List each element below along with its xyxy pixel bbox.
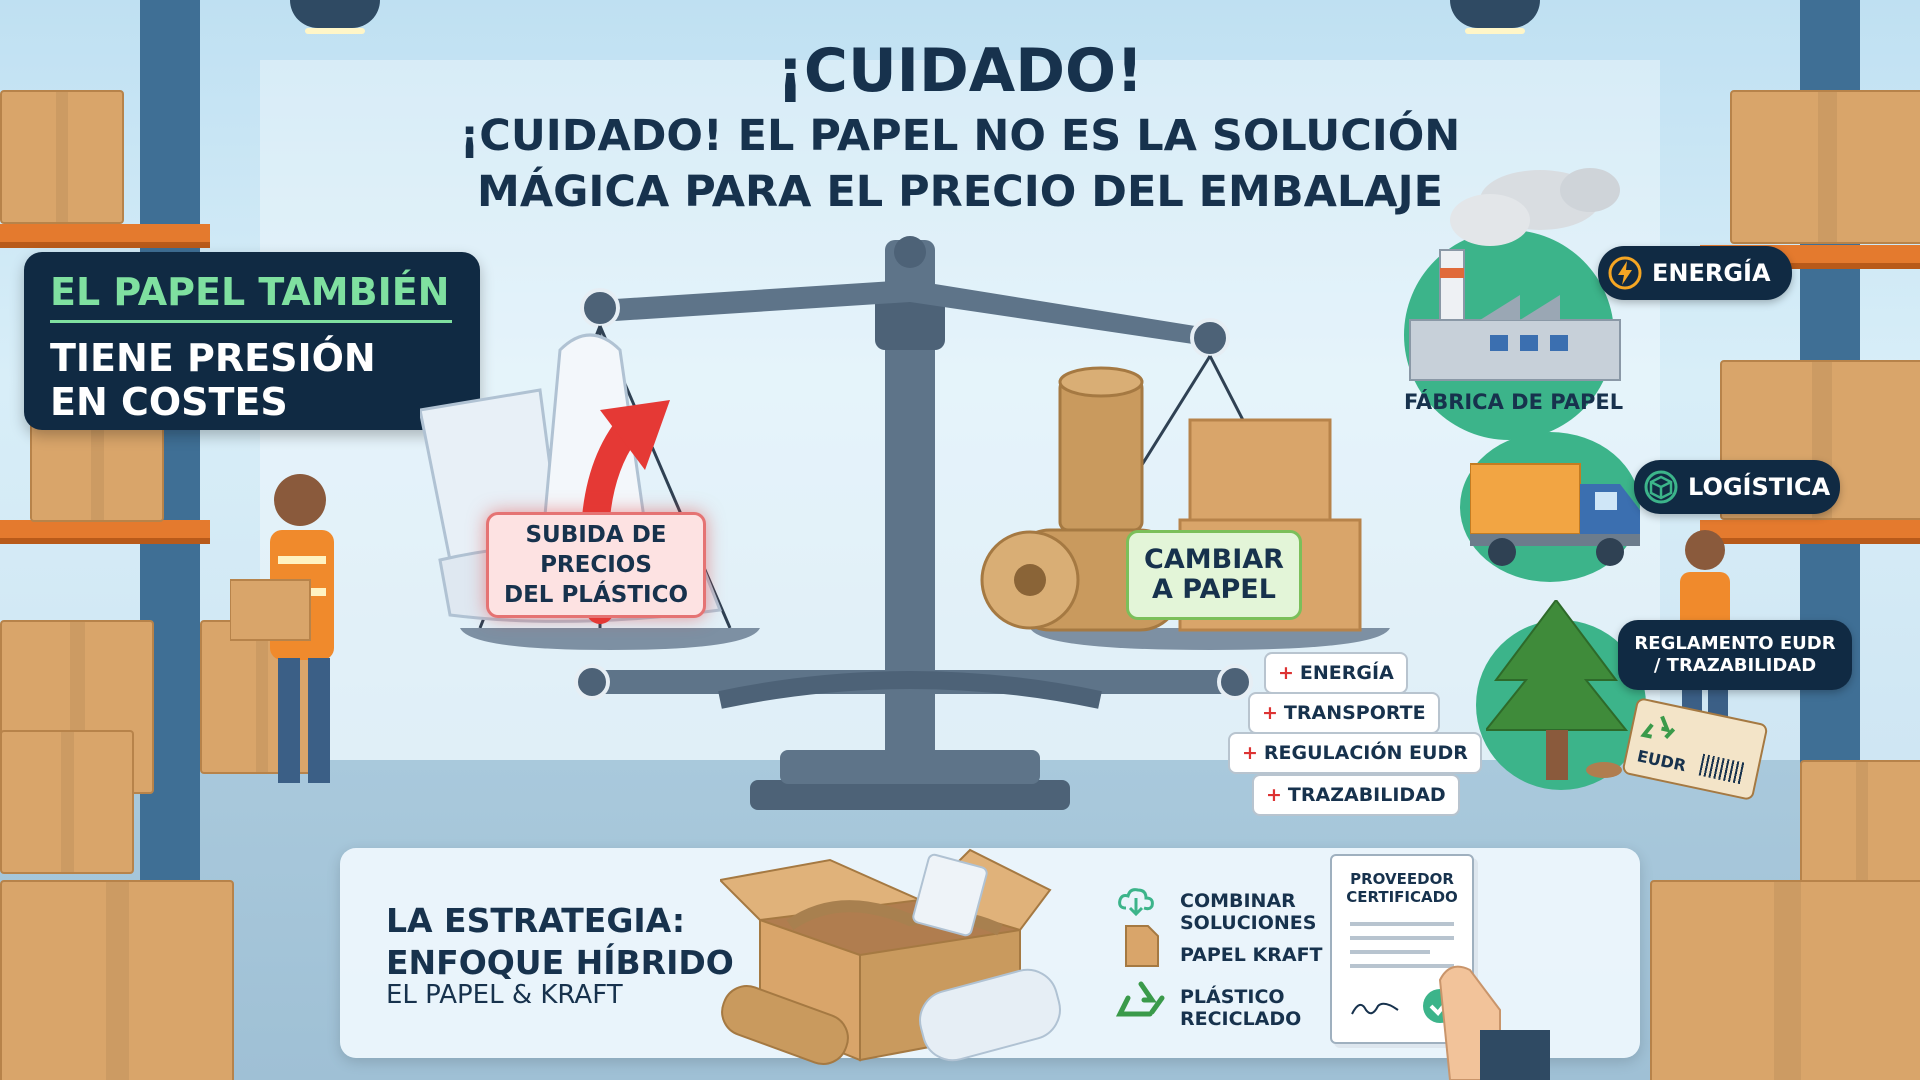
recycle-icon [1640,715,1676,740]
signature-mark [1351,1002,1399,1015]
eudr-label-text: EUDR [1635,746,1688,776]
certificate-line-1: PROVEEDOR [1350,870,1454,888]
factor-traceability: +TRAZABILIDAD [1252,774,1460,816]
option-recycled-line-2: RECICLADO [1180,1008,1302,1030]
paper-pressure-panel: EL PAPEL TAMBIÉN TIENE PRESIÓN EN COSTES [24,252,480,430]
box [0,880,234,1080]
strategy-subtitle: EL PAPEL & KRAFT [386,980,623,1010]
strategy-heading-line-2: ENFOQUE HÍBRIDO [386,943,734,982]
certificate-line-2: CERTIFICADO [1346,888,1458,906]
tree-icon [1486,600,1629,780]
page-subtitle: ¡CUIDADO! EL PAPEL NO ES LA SOLUCIÓN MÁG… [0,108,1920,220]
panel-line-2-3: TIENE PRESIÓN EN COSTES [50,336,376,424]
subtitle-line-2: MÁGICA PARA EL PRECIO DEL EMBALAJE [477,167,1443,217]
strategy-heading-line-1: LA ESTRATEGIA: [386,901,686,940]
cloud-download-icon [1118,888,1154,917]
paper-label-line-2: A PAPEL [1152,574,1276,605]
option-recycled-line-1: PLÁSTICO [1180,986,1285,1008]
factor-eudr-regulation: +REGULACIÓN EUDR [1228,732,1482,774]
box [1730,90,1920,244]
option-kraft: PAPEL KRAFT [1180,944,1323,966]
eudr-tag-line-1: REGLAMENTO EUDR [1634,633,1836,654]
eudr-tag-line-2: / TRAZABILIDAD [1653,655,1817,676]
panel-line-2: TIENE PRESIÓN [50,336,376,380]
barcode [1698,753,1747,785]
switch-to-paper-label: CAMBIAR A PAPEL [1126,530,1302,620]
certificate-title: PROVEEDOR CERTIFICADO [1332,870,1472,906]
lightning-icon [1608,256,1642,290]
truck-icon [1470,463,1640,566]
panel-line-1: EL PAPEL TAMBIÉN [50,270,450,314]
factor-energy: +ENERGÍA [1264,652,1408,694]
option-recycled-plastic: PLÁSTICO RECICLADO [1180,986,1301,1030]
kraft-paper-icon [1125,925,1159,967]
package-icon [1644,470,1678,504]
recycle-icon [1116,981,1165,1017]
plastic-label-line-2: PRECIOS [540,552,652,578]
eudr-tag: REGLAMENTO EUDR / TRAZABILIDAD [1618,620,1852,690]
panel-divider [50,320,452,323]
energy-tag: ENERGÍA [1598,246,1792,300]
ceiling-lamp-right [1450,0,1540,34]
hand-holding-document [1438,965,1550,1080]
factory-caption: FÁBRICA DE PAPEL [1404,390,1624,414]
box [1650,880,1920,1080]
energy-tag-label: ENERGÍA [1652,259,1771,287]
box [0,90,124,224]
panel-line-3: EN COSTES [50,380,288,424]
option-combine-line-2: SOLUCIONES [1180,912,1317,934]
factory-icon [1409,168,1621,381]
worker-figure-left [230,474,334,783]
box [0,730,134,874]
open-box-illustration [720,848,1061,1065]
ceiling-lamp-left [290,0,380,34]
eudr-label-card: EUDR [1621,696,1769,802]
strategy-heading: LA ESTRATEGIA: ENFOQUE HÍBRIDO [386,900,734,984]
logistics-tag: LOGÍSTICA [1634,460,1840,514]
plastic-price-label: SUBIDA DE PRECIOS DEL PLÁSTICO [486,512,706,618]
page-title: ¡CUIDADO! [776,36,1144,106]
paper-label-line-1: CAMBIAR [1144,544,1284,575]
plastic-label-line-1: SUBIDA DE [525,522,667,548]
option-combine-line-1: COMBINAR [1180,890,1296,912]
subtitle-line-1: ¡CUIDADO! EL PAPEL NO ES LA SOLUCIÓN [459,111,1461,161]
option-combine: COMBINAR SOLUCIONES [1180,890,1316,934]
plastic-label-line-3: DEL PLÁSTICO [503,582,689,608]
logistics-tag-label: LOGÍSTICA [1688,473,1831,501]
factor-transport: +TRANSPORTE [1248,692,1440,734]
